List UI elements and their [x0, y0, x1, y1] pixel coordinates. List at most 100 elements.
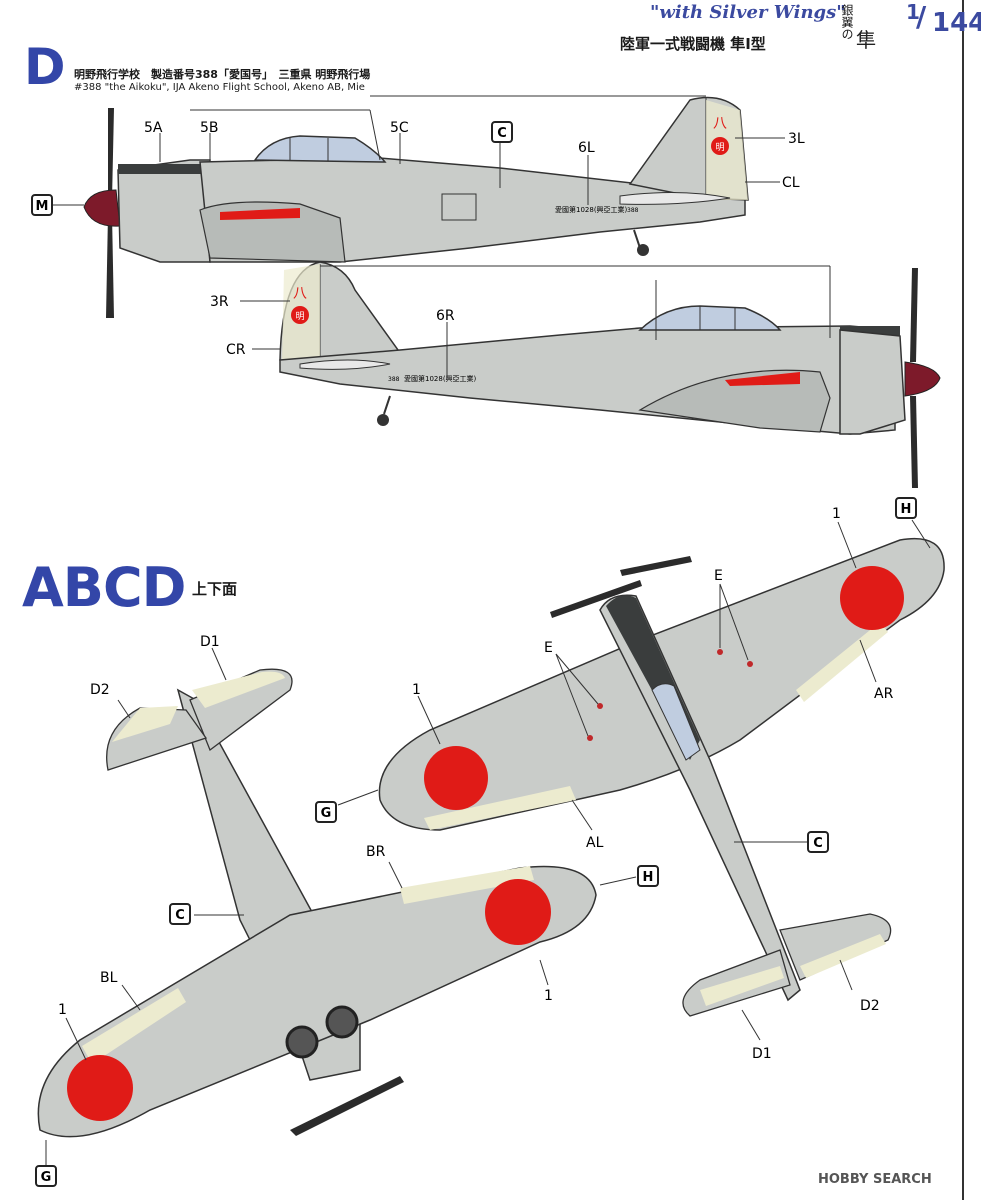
- leader-D1-upper: [741, 1009, 761, 1041]
- tail-emblem-right: [291, 306, 309, 324]
- marker-E-1: [597, 703, 603, 709]
- leader-E-right-b: [719, 583, 749, 661]
- cowling-right: [839, 329, 906, 435]
- plan-subtitle: 上下面: [192, 580, 238, 598]
- plan-view-upper: [337, 519, 945, 1041]
- callout-3L: 3L: [788, 131, 805, 147]
- profile-letter: D: [24, 38, 66, 96]
- canopy: [253, 135, 387, 163]
- callout-CL: CL: [782, 175, 800, 191]
- tailwheel-strut: [633, 229, 641, 249]
- leader-1-upper-right: [837, 521, 857, 569]
- aileron-BL: [82, 988, 186, 1064]
- logo-kanji-large: 隼: [856, 28, 876, 52]
- tail-character-right: 八: [293, 286, 307, 302]
- callout-1-lower-right: 1: [544, 988, 553, 1004]
- marker-E-2: [587, 735, 593, 741]
- spinner: [83, 189, 121, 227]
- wing-plan-lower: [37, 865, 597, 1138]
- callout-BL: BL: [100, 970, 118, 986]
- plan-letter: ABCD: [22, 556, 186, 619]
- callout-C-upper: C: [813, 836, 823, 851]
- callout-M: M: [36, 199, 49, 214]
- aileron-AR: [796, 622, 888, 702]
- leader-G-upper: [337, 789, 379, 806]
- tailwheel: [637, 244, 649, 256]
- aircraft-title: 陸軍一式戦闘機 隼I型: [620, 35, 766, 53]
- tail-emblem-text: 明: [715, 142, 724, 153]
- cowling: [117, 159, 211, 263]
- leader-H-upper: [911, 519, 931, 549]
- profile-description-en: #388 "the Aikoku", IJA Akeno Flight Scho…: [74, 82, 365, 93]
- callout-1-lower-left: 1: [58, 1002, 67, 1018]
- callout-5C: 5C: [390, 120, 409, 136]
- callout-H-upper: H: [901, 502, 912, 517]
- tail-emblem: [711, 137, 729, 155]
- leader-AR: [859, 639, 877, 683]
- access-hatch: [441, 193, 477, 221]
- leader-bracket-2: [369, 109, 381, 161]
- fuselage-inscription-right: 愛國第1028(興亞工業): [404, 374, 477, 383]
- callout-D2-lower: D2: [90, 682, 110, 698]
- callout-box-M: [31, 194, 53, 216]
- propeller-blade-lower: [106, 214, 114, 318]
- hinomaru-right-lower: [485, 879, 551, 945]
- hinomaru-right-upper: [840, 566, 904, 630]
- wing-right: [638, 369, 831, 433]
- callout-D2-upper: D2: [860, 998, 880, 1014]
- propeller-lower: [290, 1076, 404, 1136]
- tail-emblem-text-right: 明: [295, 311, 304, 322]
- leader-1-upper-left: [417, 695, 441, 745]
- scale-numerator: 1: [906, 0, 920, 24]
- leader-BL: [121, 984, 141, 1011]
- callout-CR: CR: [226, 342, 246, 358]
- series-title: "with Silver Wings": [650, 2, 846, 23]
- callout-C-top: C: [497, 126, 507, 141]
- callout-labels: M C H G C C H G 5A 5B 5C 6L 3L CL 3R 6R …: [31, 120, 917, 1187]
- callout-6R: 6R: [436, 308, 455, 324]
- callout-BR: BR: [366, 844, 386, 860]
- leader-AL: [571, 799, 593, 831]
- callout-C-lower: C: [175, 908, 185, 923]
- callout-1-upper-right: 1: [832, 506, 841, 522]
- hinomaru-left-upper: [424, 746, 488, 810]
- propeller-upper-a: [550, 580, 642, 618]
- aircraft-diagram: 八 明 愛國第1028(興亞工業) 388 八 明: [31, 95, 945, 1187]
- page-border: [962, 0, 964, 1200]
- footer-watermark: HOBBY SEARCH: [818, 1172, 932, 1187]
- callout-1-upper-left: 1: [412, 682, 421, 698]
- horizontal-stabilizer: [619, 191, 731, 205]
- callout-6L: 6L: [578, 140, 595, 156]
- canopy-right: [638, 305, 782, 331]
- leader-D2-upper: [839, 959, 853, 991]
- marker-E-3: [717, 649, 723, 655]
- callout-5B: 5B: [200, 120, 219, 136]
- callout-5A: 5A: [144, 120, 163, 136]
- callout-D1-upper: D1: [752, 1046, 772, 1062]
- antiglare-panel: [118, 164, 210, 174]
- main-wheel-right: [325, 1005, 359, 1039]
- elevator-trim-D1-upper: [700, 966, 784, 1006]
- callout-E-left: E: [544, 640, 553, 656]
- callout-3R: 3R: [210, 294, 229, 310]
- callout-AL: AL: [586, 835, 604, 851]
- elevator-trim-D1: [192, 671, 285, 708]
- plan-view-lower: [37, 647, 637, 1165]
- logo-kanji-small: 銀翼の: [840, 4, 854, 40]
- fuselage-serial: 388: [627, 207, 639, 214]
- leader-E-left-a: [555, 653, 599, 705]
- marker-E-4: [747, 661, 753, 667]
- canopy-frames: [289, 137, 329, 161]
- tail-character: 八: [713, 116, 727, 132]
- left-side-profile: 八 明 愛國第1028(興亞工業) 388: [52, 95, 785, 318]
- callout-AR: AR: [874, 686, 894, 702]
- tailwheel-right: [377, 414, 389, 426]
- propeller-blade-upper: [108, 108, 114, 200]
- wing-hinomaru-edge-right: [725, 372, 800, 386]
- profile-description-ja: 明野飛行学校 製造番号388「愛国号」 三重県 明野飛行場: [74, 68, 371, 81]
- fuselage-serial-right: 388: [388, 376, 400, 383]
- wing-hinomaru-edge: [220, 208, 300, 220]
- callout-E-right: E: [714, 568, 723, 584]
- callout-G-upper: G: [321, 806, 332, 821]
- leader-1-lower-left: [65, 1017, 87, 1061]
